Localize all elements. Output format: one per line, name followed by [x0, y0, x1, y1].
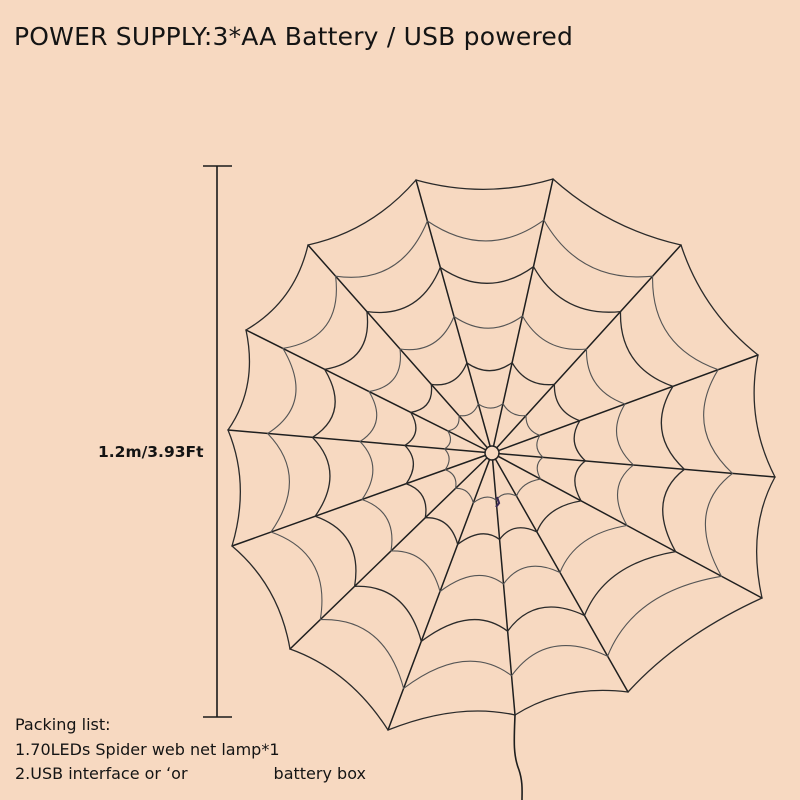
height-dimension-bar	[203, 165, 232, 718]
packing-list-item-2-part-b: battery box	[273, 764, 366, 783]
packing-list-item-1: 1.70LEDs Spider web net lamp*1	[15, 739, 280, 759]
packing-list-heading: Packing list:	[15, 715, 111, 734]
web-hub	[484, 445, 500, 461]
packing-list-item-2: 2.USB interface or ʻor battery box	[15, 762, 366, 787]
packing-list: Packing list: 1.70LEDs Spider web net la…	[15, 713, 366, 787]
web-lines	[227, 178, 776, 731]
spider-icon	[495, 496, 501, 508]
power-supply-title: POWER SUPPLY:3*AA Battery / USB powered	[14, 22, 574, 51]
power-cord	[513, 714, 523, 800]
packing-list-item-2-part-a: 2.USB interface or ʻor	[15, 764, 188, 783]
height-dimension-label: 1.2m/3.93Ft	[98, 443, 204, 461]
